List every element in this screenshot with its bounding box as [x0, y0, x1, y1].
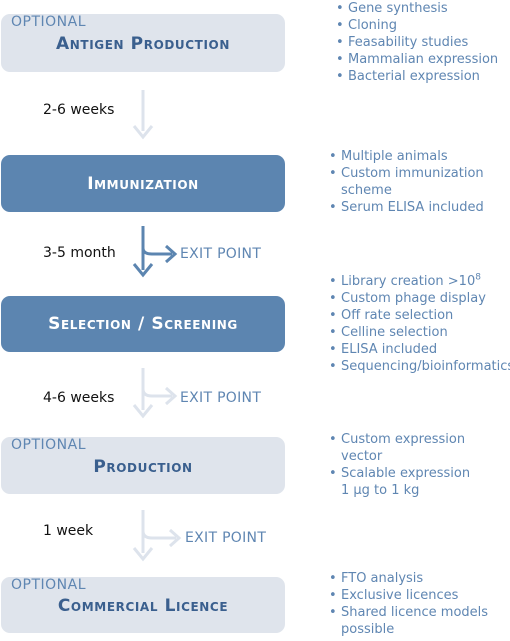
- exit-point-label: EXIT POINT: [185, 530, 267, 546]
- optional-label: OPTIONAL: [11, 437, 87, 453]
- list-item: •Mammalian expression: [336, 52, 499, 67]
- list-item: •FTO analysis: [329, 571, 424, 586]
- list-item: •Off rate selection: [329, 308, 454, 323]
- list-item: •Custom phage display: [329, 291, 486, 306]
- list-item: •Serum ELISA included: [329, 200, 484, 215]
- list-item: •Feasability studies: [336, 35, 469, 50]
- duration-label: 4-6 weeks: [43, 390, 115, 406]
- selection-screening-bullets: •Library creation >108 •Custom phage dis…: [329, 272, 510, 375]
- optional-label: OPTIONAL: [11, 577, 87, 593]
- commercial-licence-bullets: •FTO analysis •Exclusive licences •Share…: [329, 570, 507, 638]
- optional-label: OPTIONAL: [11, 14, 87, 30]
- step-antigen-production: OPTIONAL Antigen Production: [1, 14, 285, 72]
- duration-label: 2-6 weeks: [43, 102, 115, 118]
- exponent: 8: [475, 272, 481, 283]
- list-item: •Scalable expression 1 µg to 1 kg: [329, 466, 471, 498]
- step-title: Selection / Screening: [48, 314, 238, 334]
- immunization-bullets: •Multiple animals •Custom immunization s…: [329, 148, 507, 216]
- list-item: •Cloning: [336, 18, 397, 33]
- arrow-antigen-to-immunization: [132, 90, 154, 140]
- list-item: •Shared licence models possible: [329, 605, 489, 637]
- duration-label: 3-5 month: [43, 245, 116, 261]
- step-production: OPTIONAL Production: [1, 437, 285, 494]
- step-title: Commercial Licence: [57, 596, 229, 616]
- list-item: •Sequencing/bioinformatics: [329, 359, 510, 374]
- exit-point-label: EXIT POINT: [180, 390, 262, 406]
- step-immunization: Immunization: [1, 155, 285, 212]
- list-item: •Celline selection: [329, 325, 448, 340]
- step-title: Production: [93, 457, 193, 477]
- step-title: Antigen Production: [56, 34, 230, 54]
- duration-label: 1 week: [43, 523, 94, 539]
- production-bullets: •Custom expression vector •Scalable expr…: [329, 431, 479, 499]
- list-item: •Multiple animals: [329, 149, 448, 164]
- arrow-selection-to-production: [132, 368, 178, 419]
- list-item: •Library creation >108: [329, 272, 481, 289]
- list-item: •Custom immunization scheme: [329, 166, 484, 198]
- arrow-immunization-to-selection: [132, 226, 178, 278]
- step-selection-screening: Selection / Screening: [1, 296, 285, 352]
- list-item: •Custom expression vector: [329, 432, 466, 464]
- list-item: •Exclusive licences: [329, 588, 459, 603]
- antigen-production-bullets: •Gene synthesis •Cloning •Feasability st…: [336, 0, 498, 85]
- arrow-production-to-licence: [132, 510, 182, 562]
- list-item: •Bacterial expression: [336, 69, 480, 84]
- list-item: •ELISA included: [329, 342, 438, 357]
- exit-point-label: EXIT POINT: [180, 246, 262, 262]
- step-commercial-licence: OPTIONAL Commercial Licence: [1, 577, 285, 633]
- list-item: •Gene synthesis: [336, 1, 448, 16]
- step-title: Immunization: [87, 174, 199, 194]
